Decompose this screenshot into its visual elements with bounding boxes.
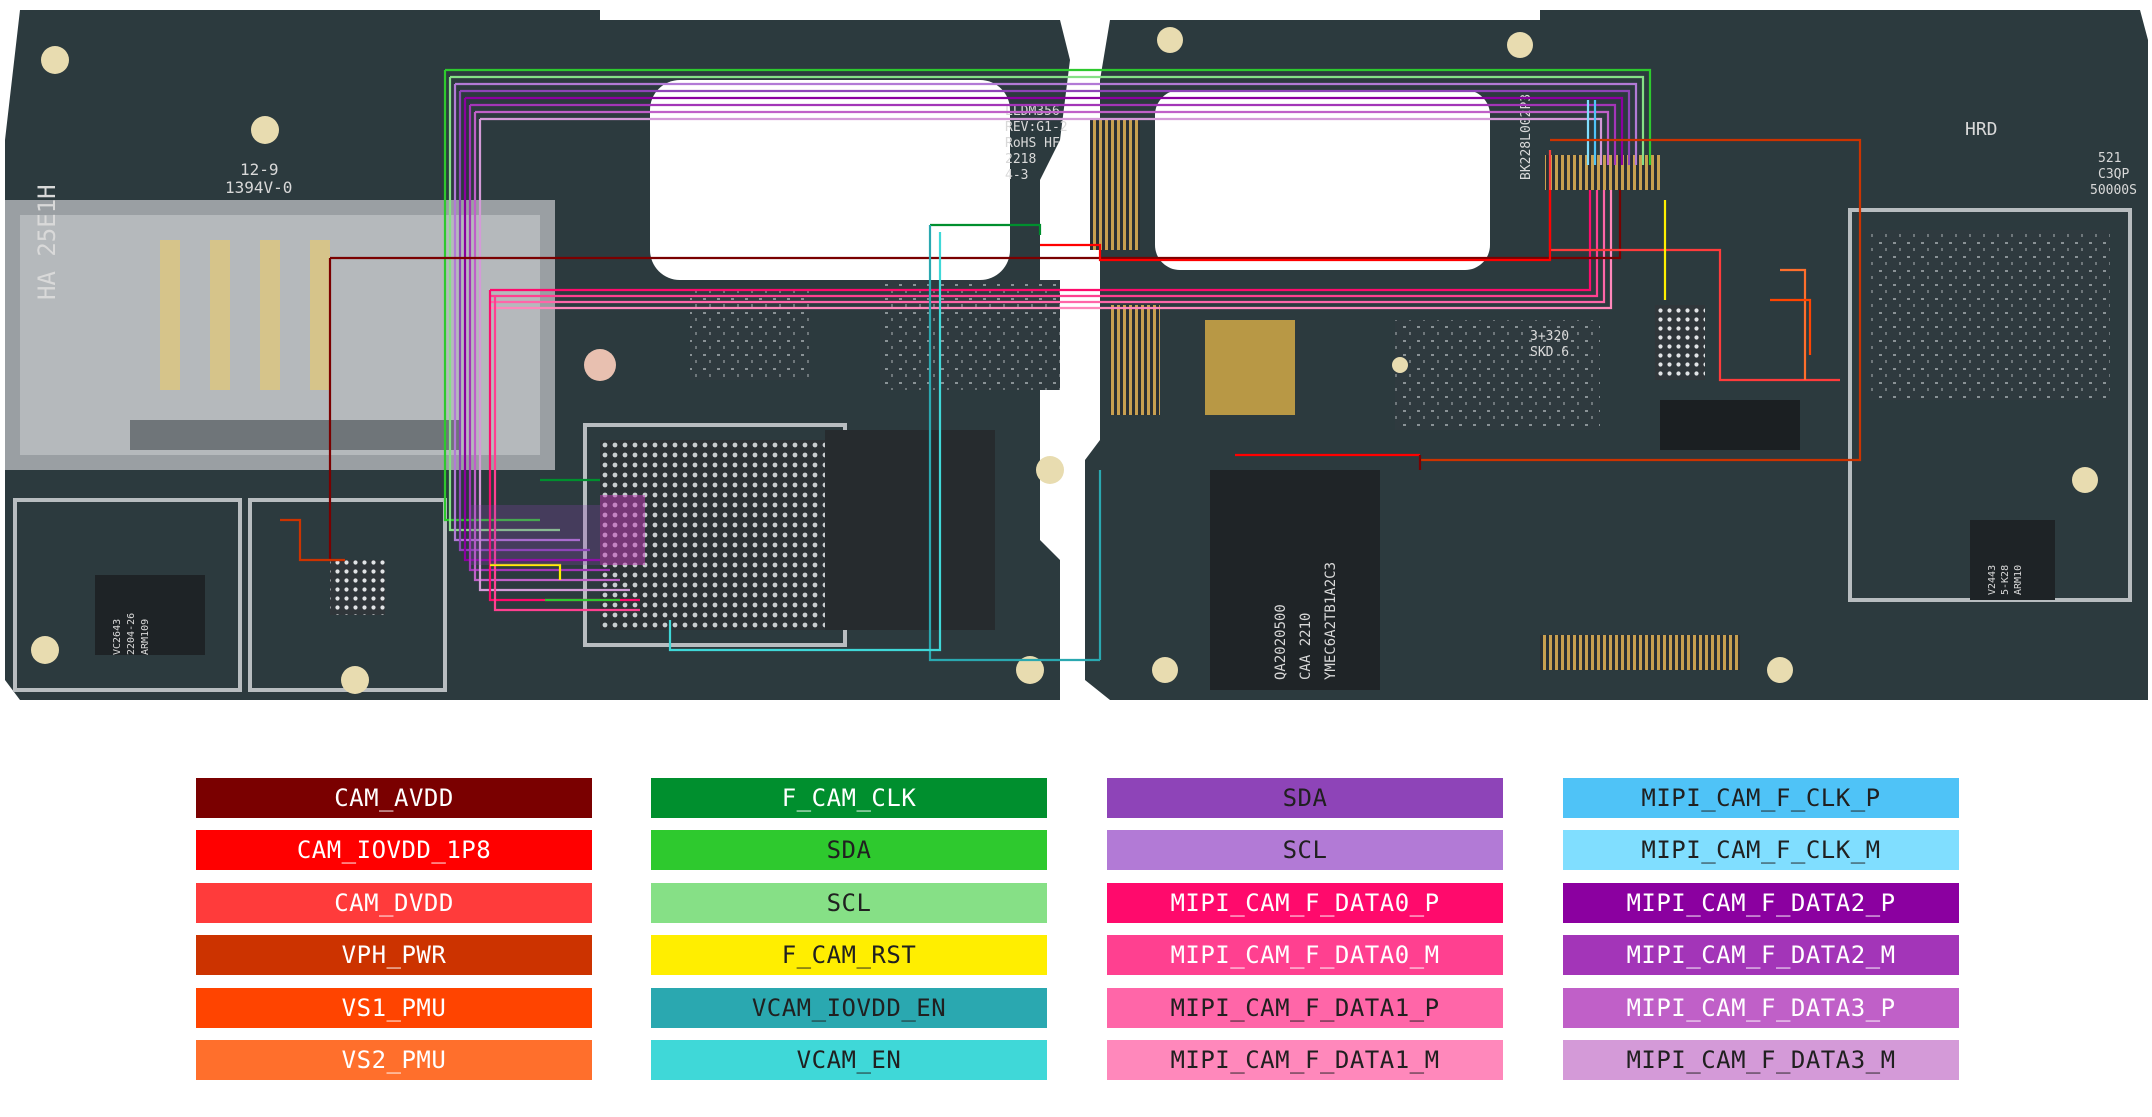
silkscreen-1394v: 1394V-0 bbox=[225, 178, 292, 197]
signal-traces bbox=[280, 68, 1862, 662]
legend-item: VPH_PWR bbox=[196, 935, 592, 975]
memory-chip bbox=[825, 430, 995, 630]
right-chip-text-2: ARM10 bbox=[2013, 565, 2024, 595]
mid-label-2: RoHS HF bbox=[1005, 136, 1060, 151]
silkscreen-12-9: 12-9 bbox=[240, 160, 279, 179]
legend-item: MIPI_CAM_F_DATA1_M bbox=[1107, 1040, 1503, 1080]
right-small-label-0: 3+320 bbox=[1530, 329, 1569, 344]
legend-item: MIPI_CAM_F_DATA0_P bbox=[1107, 883, 1503, 923]
legend-item: SDA bbox=[1107, 778, 1503, 818]
fpc-connector-2 bbox=[1110, 305, 1160, 415]
corner-label-2: 50000S bbox=[2090, 183, 2137, 198]
legend-item: MIPI_CAM_F_DATA1_P bbox=[1107, 988, 1503, 1028]
front-camera-connector bbox=[1545, 155, 1660, 190]
legend-item: MIPI_CAM_F_DATA3_M bbox=[1563, 1040, 1959, 1080]
ic-text-2: YMEC6A2TB1A2C3 bbox=[1323, 562, 1339, 680]
legend-item: SCL bbox=[651, 883, 1047, 923]
legend-item: MIPI_CAM_F_CLK_P bbox=[1563, 778, 1959, 818]
right-board-cutout bbox=[1155, 90, 1490, 270]
mid-label-4: 4-3 bbox=[1005, 168, 1028, 183]
ic-text-0: QA2020500 bbox=[1273, 604, 1289, 680]
legend-item: CAM_DVDD bbox=[196, 883, 592, 923]
legend-item: F_CAM_RST bbox=[651, 935, 1047, 975]
right-chip-text-1: 5-K28 bbox=[2000, 565, 2011, 595]
legend-item: VS2_PMU bbox=[196, 1040, 592, 1080]
legend-item: MIPI_CAM_F_DATA0_M bbox=[1107, 935, 1503, 975]
left-board-cutout bbox=[650, 80, 1010, 280]
legend-item: VS1_PMU bbox=[196, 988, 592, 1028]
mid-label-1: REV:G1-2 bbox=[1005, 120, 1068, 135]
left-chip-text-0: VC2643 bbox=[112, 619, 123, 655]
legend-item: MIPI_CAM_F_DATA2_P bbox=[1563, 883, 1959, 923]
corner-label-1: C3QP bbox=[2098, 167, 2129, 182]
legend-item: MIPI_CAM_F_DATA3_P bbox=[1563, 988, 1959, 1028]
corner-label-0: 521 bbox=[2098, 151, 2121, 166]
legend-item: SCL bbox=[1107, 830, 1503, 870]
gold-shield-pad bbox=[1205, 320, 1295, 415]
right-chip-text-0: V2443 bbox=[1987, 565, 1998, 595]
legend-item: VCAM_IOVDD_EN bbox=[651, 988, 1047, 1028]
legend-item: MIPI_CAM_F_DATA2_M bbox=[1563, 935, 1959, 975]
left-pmic-chip bbox=[95, 575, 205, 655]
pcb-board-diagram: HA 25E1H 12-9 1394V-0 LLDM356 REV:G1-2 R… bbox=[5, 10, 2148, 700]
legend-item: MIPI_CAM_F_CLK_M bbox=[1563, 830, 1959, 870]
legend-item: F_CAM_CLK bbox=[651, 778, 1047, 818]
card-silkscreen: HA 25E1H bbox=[33, 184, 61, 300]
legend-item: VCAM_EN bbox=[651, 1040, 1047, 1080]
left-chip-text-2: ARM109 bbox=[140, 619, 151, 655]
legend-item: SDA bbox=[651, 830, 1047, 870]
right-small-label-1: SKD 6 bbox=[1530, 345, 1569, 360]
bottom-connector bbox=[1540, 635, 1740, 670]
right-chip bbox=[1970, 520, 2055, 600]
left-board: HA 25E1H 12-9 1394V-0 LLDM356 REV:G1-2 R… bbox=[5, 10, 1070, 700]
pcb-board-svg: HA 25E1H 12-9 1394V-0 LLDM356 REV:G1-2 R… bbox=[5, 10, 2148, 700]
storage-ic bbox=[1210, 470, 1380, 690]
fpc-connector-1 bbox=[1090, 120, 1140, 250]
right-rotated-label: BK228L002P3 bbox=[1519, 94, 1534, 180]
left-chip-text-1: 2204-26 bbox=[126, 613, 137, 655]
ic-text-1: CAA 2210 bbox=[1298, 613, 1314, 680]
legend-item: CAM_IOVDD_1P8 bbox=[196, 830, 592, 870]
mid-label-3: 2218 bbox=[1005, 152, 1036, 167]
right-board: BK228L002P3 3+320 SKD 6 521 C3QP 50000S … bbox=[1085, 10, 2148, 700]
hrd-label: HRD bbox=[1965, 119, 1998, 140]
legend-item: CAM_AVDD bbox=[196, 778, 592, 818]
